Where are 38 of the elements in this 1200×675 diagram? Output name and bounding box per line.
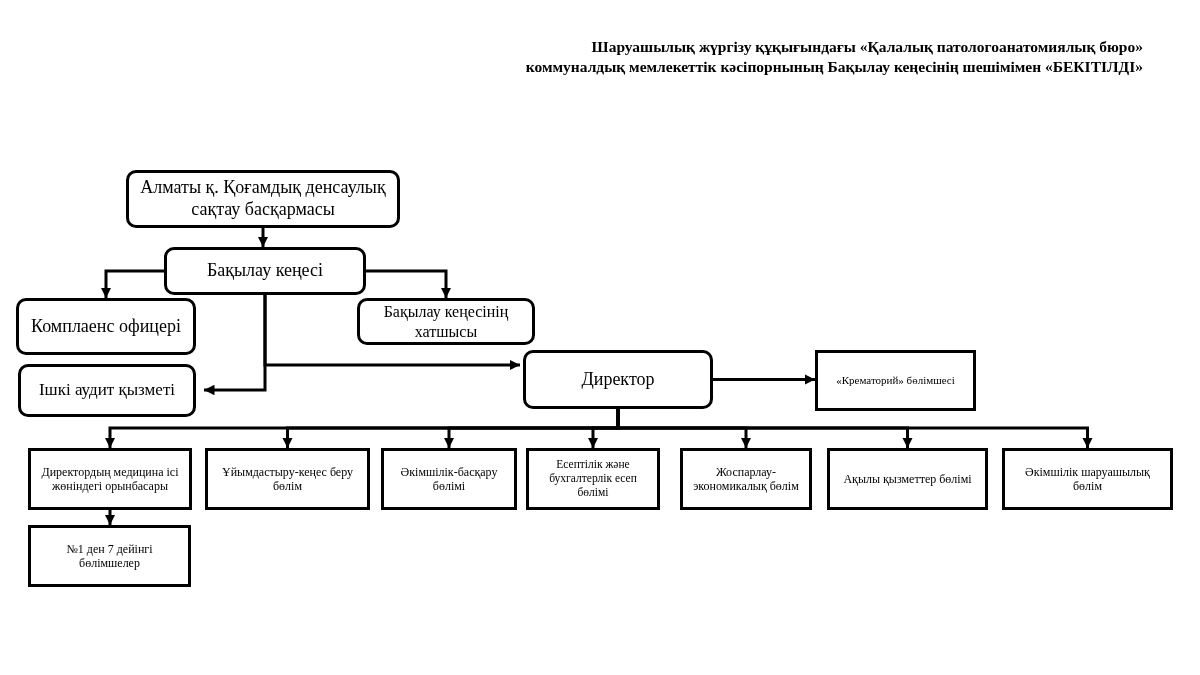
rectangle-box — [381, 448, 517, 510]
box-label: Әкімшілік шаруашылық бөлім — [1024, 464, 1151, 494]
rectangle-box — [526, 448, 660, 510]
box-label: Әкімшілік-басқару бөлімі — [399, 464, 499, 494]
rounded-box — [357, 298, 535, 345]
arrow — [100, 269, 164, 298]
box-label: «Крематорий» бөлімшесі — [836, 373, 955, 388]
box-label: Бақылау кеңесі — [206, 260, 324, 282]
box-label: Ішкі аудит қызметі — [38, 380, 176, 401]
rectangle-box — [827, 448, 988, 510]
rounded-box — [126, 170, 400, 228]
rectangle-box — [28, 448, 192, 510]
box-label: Директор — [581, 368, 655, 391]
rectangle-box — [205, 448, 370, 510]
rectangle-box — [28, 525, 191, 587]
box-label: №1 ден 7 дейінгі бөлімшелер — [65, 541, 154, 571]
arrow — [104, 510, 116, 525]
box-label: Ұйымдастыру-кеңес беру бөлім — [221, 464, 354, 494]
box-label: Алматы қ. Қоғамдық денсаулық сақтау басқармасы — [139, 177, 387, 221]
rounded-box — [18, 364, 196, 417]
arrow — [257, 228, 269, 247]
rounded-box — [16, 298, 196, 355]
box-label: Жоспарлау-экономикалық бөлім — [692, 464, 800, 494]
rounded-box — [164, 247, 366, 295]
box-label: Директордың медицина ісі жөніндегі орынбасары — [40, 464, 180, 494]
arrow — [263, 295, 520, 371]
box-label: Ақылы қызметтер бөлімі — [843, 471, 972, 487]
rectangle-box — [815, 350, 976, 411]
box-label: Комплаенс офицері — [31, 315, 181, 338]
rounded-box — [523, 350, 713, 409]
rectangle-box — [1002, 448, 1173, 510]
box-label: Бақылау кеңесінің хатшысы — [382, 302, 510, 341]
arrow — [366, 269, 452, 298]
arrow — [616, 409, 1093, 448]
arrow — [713, 374, 815, 385]
approval-heading: Шаруашылық жүргізу құқығындағы «Қалалық патологоанатомиялық бюро» коммуналдық мемлекеттік кәсіпорнының Бақылау кеңесінің шешімімен «БЕКІТІЛДІ» — [524, 37, 1143, 78]
rectangle-box — [680, 448, 812, 510]
box-label: Есептілік және бухгалтерлік есеп бөлімі — [548, 458, 638, 500]
